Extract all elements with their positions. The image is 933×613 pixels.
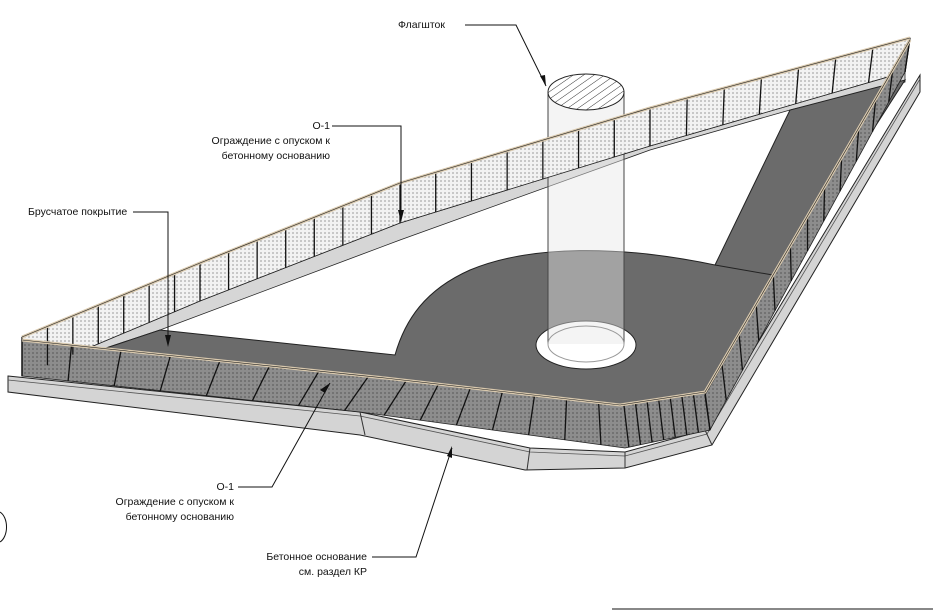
fence-post	[597, 402, 602, 445]
fence-post	[867, 47, 874, 83]
fence-post	[755, 305, 760, 341]
fence-post	[344, 375, 370, 411]
base-label: Бетонное основание см. раздел КР	[266, 550, 367, 580]
slab-joint	[359, 411, 366, 436]
paving-label: Брусчатое покрытие	[28, 206, 128, 218]
base-line2: см. раздел КР	[298, 566, 367, 578]
fence-post	[685, 97, 688, 136]
section-marker	[0, 511, 8, 543]
fence-post	[67, 345, 73, 381]
fence-post	[823, 186, 826, 222]
fence-post	[721, 365, 727, 401]
fence-label-bottom: О-1 Ограждение с опуском к бетонному осн…	[116, 480, 234, 525]
fence-post	[669, 397, 676, 438]
fence-code: О-1	[312, 120, 330, 132]
flagpole-label: Флагшток	[398, 19, 445, 31]
fence-post	[113, 350, 122, 386]
slab-joint	[704, 429, 713, 446]
fence-post	[623, 404, 630, 448]
fence-post	[692, 393, 700, 433]
fence-post	[772, 275, 776, 311]
leader-arrows	[165, 75, 546, 458]
fence-desc-line1: Ограждение с опуском к	[211, 135, 330, 147]
fence-post	[657, 399, 665, 440]
fence-desc-line2: бетонному основанию	[221, 150, 330, 162]
fence-post	[789, 246, 792, 281]
fence-post	[831, 57, 837, 94]
slab-joint	[526, 447, 531, 471]
fence-post	[681, 395, 688, 435]
fence-posts	[21, 37, 911, 448]
fence-post	[839, 156, 843, 192]
leader-lines	[133, 24, 547, 558]
fence-desc-line2: бетонному основанию	[125, 511, 234, 523]
fence-post	[722, 87, 725, 125]
fence-post	[297, 370, 320, 406]
fence-post	[159, 355, 172, 391]
fence-post	[455, 387, 472, 426]
fence-post	[704, 391, 711, 431]
paving-surface	[21, 79, 907, 413]
fence-post	[758, 77, 763, 115]
fence-post	[491, 391, 504, 431]
fence-post	[251, 365, 271, 401]
fence-post	[646, 400, 653, 443]
fence-post	[564, 398, 568, 440]
fence-post	[855, 127, 860, 162]
fence-post	[419, 383, 439, 421]
slab-edge	[7, 78, 921, 457]
fence-post	[871, 97, 877, 132]
fence-post	[738, 335, 744, 371]
base-line1: Бетонное основание	[266, 551, 367, 563]
fence-post	[634, 402, 642, 445]
fence-post	[527, 395, 536, 436]
fence-post	[383, 380, 407, 416]
fence-label-top: О-1 Ограждение с опуском к бетонному осн…	[212, 119, 330, 164]
fence-desc-line1: Ограждение с опуском к	[115, 496, 234, 508]
fence-code: О-1	[216, 481, 234, 493]
fence-post	[205, 360, 221, 396]
fence-post	[795, 67, 800, 104]
